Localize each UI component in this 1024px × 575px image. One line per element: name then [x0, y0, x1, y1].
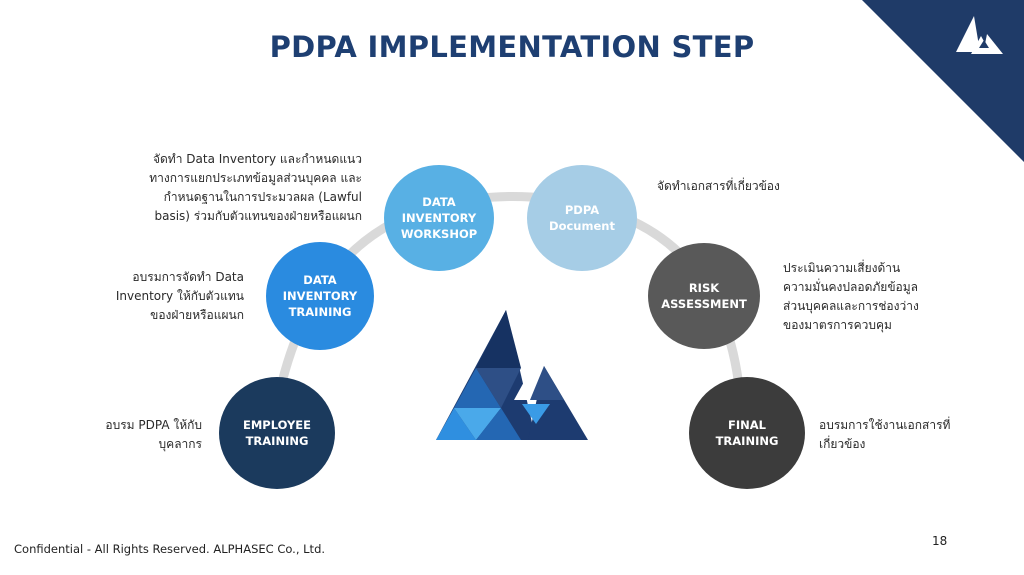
- step-label: EMPLOYEE TRAINING: [242, 418, 312, 448]
- step-final-training[interactable]: FINAL TRAINING: [689, 377, 805, 489]
- desc-final-training: อบรมการใช้งานเอกสารที่ เกี่ยวข้อง: [819, 418, 951, 451]
- corner-triangle: [862, 0, 1024, 162]
- page-number: 18: [932, 534, 948, 548]
- desc-risk-assessment: ประเมินความเสี่ยงด้าน ความมั่นคงปลอดภัยข…: [783, 261, 919, 332]
- step-label: DATA INVENTORY TRAINING: [282, 273, 358, 319]
- step-risk-assessment[interactable]: RISK ASSESSMENT: [648, 243, 760, 349]
- step-data-inventory-workshop[interactable]: DATA INVENTORY WORKSHOP: [384, 165, 494, 271]
- step-pdpa-document[interactable]: PDPA Document: [527, 165, 637, 271]
- desc-employee-training: อบรม PDPA ให้กับ บุคลากร: [105, 418, 202, 451]
- step-employee-training[interactable]: EMPLOYEE TRAINING: [219, 377, 335, 489]
- step-data-inventory-training[interactable]: DATA INVENTORY TRAINING: [266, 242, 374, 350]
- page-title: PDPA IMPLEMENTATION STEP: [269, 30, 755, 64]
- desc-inventory-training: อบรมการจัดทำ Data Inventory ให้กับตัวแทน…: [115, 270, 244, 322]
- desc-pdpa-document: จัดทำเอกสารที่เกี่ยวข้อง: [657, 179, 780, 193]
- step-label: RISK ASSESSMENT: [661, 281, 747, 311]
- step-label: PDPA Document: [549, 203, 615, 233]
- step-label: FINAL TRAINING: [715, 418, 779, 448]
- alphasec-center-logo-icon: [436, 310, 588, 440]
- desc-workshop: จัดทำ Data Inventory และกำหนดแนว ทางการแ…: [149, 152, 362, 223]
- alphasec-corner-logo-icon: [956, 16, 1003, 54]
- step-label: DATA INVENTORY WORKSHOP: [400, 195, 478, 241]
- footer-confidential: Confidential - All Rights Reserved. ALPH…: [14, 542, 326, 556]
